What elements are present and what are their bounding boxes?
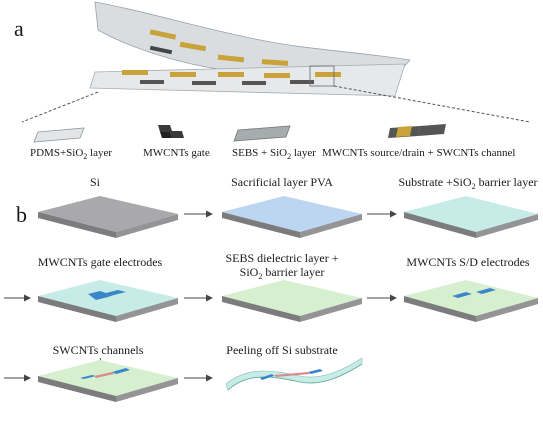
device-cell	[217, 54, 245, 63]
flat-sheet	[89, 63, 406, 97]
legend-label-sebs: SEBS + SiO2 layer	[232, 147, 316, 161]
legend-sebs-icon	[233, 125, 291, 142]
device-cells	[122, 29, 341, 85]
swcnt-channel	[94, 372, 114, 378]
wafer-si	[38, 196, 178, 238]
panel-label-b: b	[16, 202, 27, 227]
legend-label-gate: MWCNTs gate	[143, 147, 210, 159]
wafer-channels	[38, 360, 178, 402]
step-label-dielectric-1: SEBS dielectric layer +	[225, 251, 338, 265]
device-cell	[218, 72, 244, 77]
device-cell	[122, 70, 148, 75]
legend-label-pdms: PDMS+SiO2 layer	[30, 147, 112, 161]
drain-electrode	[476, 288, 496, 294]
device-cell	[315, 72, 341, 77]
source-electrode	[452, 292, 472, 298]
step-label-sd: MWCNTs S/D electrodes	[406, 255, 529, 269]
zoom-box	[309, 65, 335, 87]
legend: PDMS+SiO2 layer MWCNTs gate SEBS + SiO2 …	[30, 124, 515, 161]
wafer-gate	[38, 280, 178, 322]
device-cell	[242, 81, 266, 85]
device-cell	[264, 73, 290, 78]
legend-sd-channel-icon	[388, 124, 446, 138]
device-cell	[261, 59, 289, 66]
flexible-device-illustration	[89, 1, 411, 97]
zoom-line-left	[21, 91, 99, 123]
step-label-peel: Peeling off Si substrate	[226, 343, 337, 357]
panel-label-a: a	[14, 16, 24, 41]
drain-electrode	[112, 368, 130, 374]
device-cell	[192, 81, 216, 85]
wafer-sd	[404, 280, 538, 322]
wafer-dielectric	[222, 280, 362, 322]
step-label-dielectric-2: SiO2 barrier layer	[240, 265, 325, 281]
step-label-substrate: Substrate +SiO2 barrier layer	[398, 175, 537, 191]
source-electrode	[80, 375, 96, 379]
wafer-pva	[222, 196, 362, 238]
legend-gate-icon	[158, 125, 184, 138]
device-cell	[149, 45, 173, 55]
step-label-si: Si	[90, 175, 101, 189]
device-cell	[170, 72, 196, 77]
drain-electrode	[308, 369, 323, 374]
zoom-line-right	[333, 85, 531, 123]
legend-pdms-icon	[33, 127, 85, 143]
legend-label-sd-channel: MWCNTs source/drain + SWCNTs channel	[322, 147, 515, 159]
swcnt-channel	[274, 372, 310, 377]
device-cell	[140, 80, 164, 84]
wafer-substrate	[404, 196, 538, 238]
device-cell	[290, 80, 314, 84]
peeled-device	[225, 357, 363, 391]
gate-electrode	[88, 290, 126, 300]
device-cell	[149, 29, 177, 40]
step-label-gate: MWCNTs gate electrodes	[38, 255, 163, 269]
source-electrode	[260, 374, 274, 380]
step-label-pva: Sacrificial layer PVA	[231, 175, 333, 189]
device-cell	[179, 41, 207, 52]
step-label-channels: SWCNTs channels	[53, 343, 144, 357]
